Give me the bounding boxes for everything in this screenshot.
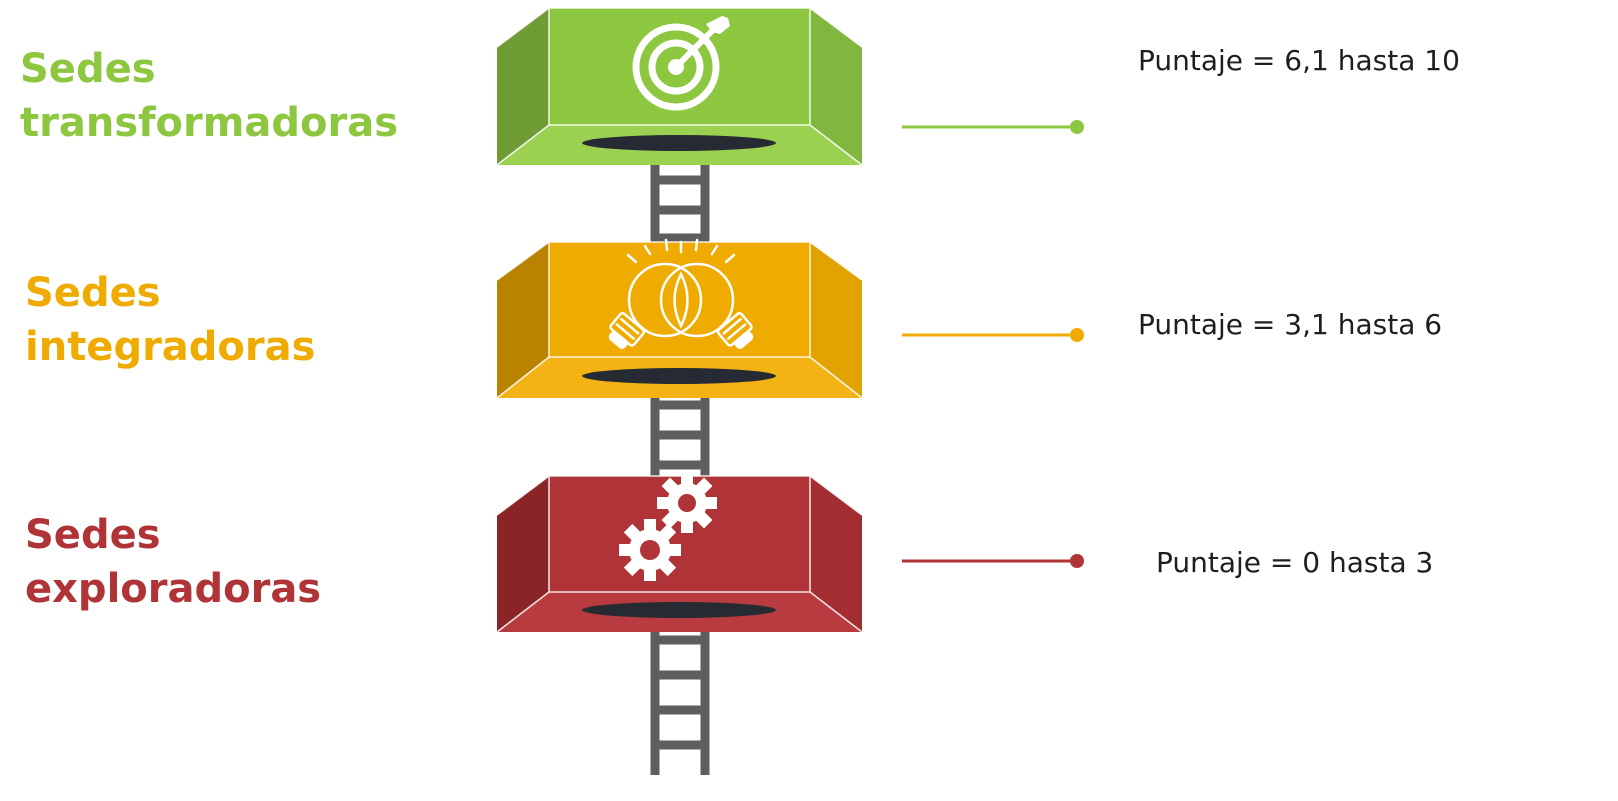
box-integradoras	[496, 238, 863, 399]
level-name-line2: transformadoras	[20, 100, 399, 146]
level-name-line1: Sedes	[20, 46, 156, 92]
level-name-exploradoras: Sedes exploradoras	[25, 508, 321, 616]
connector-exploradoras	[902, 554, 1084, 568]
box-exploradoras	[496, 473, 863, 633]
level-name-transformadoras: Sedes transformadoras	[20, 42, 398, 150]
target-icon	[632, 16, 730, 111]
lightbulbs-icon	[608, 238, 754, 349]
ladder-bottom	[650, 612, 710, 775]
hole-integradoras	[582, 368, 776, 384]
score-integradoras: Puntaje = 3,1 hasta 6	[1138, 308, 1443, 341]
connector-transformadoras	[902, 120, 1084, 134]
gears-icon	[619, 473, 717, 581]
gear-large-icon	[657, 473, 717, 533]
connector-integradoras	[902, 328, 1084, 342]
level-name-line1: Sedes	[25, 512, 161, 558]
gear-small-icon	[619, 519, 681, 581]
score-transformadoras: Puntaje = 6,1 hasta 10	[1138, 44, 1460, 77]
box-transformadoras	[496, 7, 863, 166]
level-name-line2: exploradoras	[25, 566, 322, 612]
hole-exploradoras	[582, 602, 776, 618]
level-name-line1: Sedes	[25, 270, 161, 316]
level-name-integradoras: Sedes integradoras	[25, 266, 315, 374]
score-exploradoras: Puntaje = 0 hasta 3	[1156, 546, 1434, 579]
level-name-line2: integradoras	[25, 324, 316, 370]
hole-transformadoras	[582, 135, 776, 151]
